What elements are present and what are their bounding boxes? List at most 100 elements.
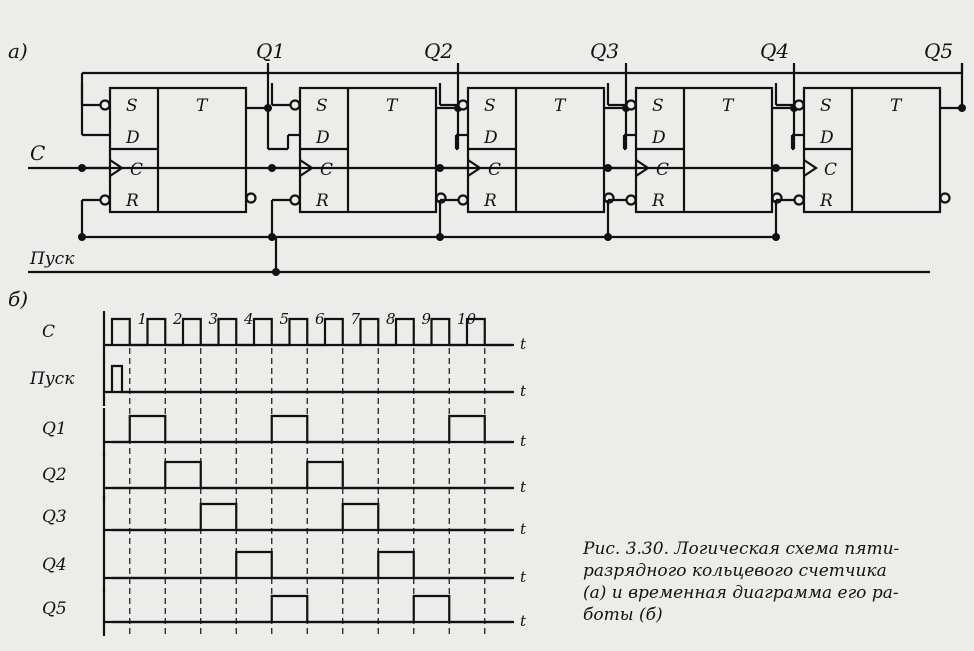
pin-t: T	[722, 96, 735, 116]
clock-input-label: C	[30, 141, 45, 165]
pulse-number-8: 8	[386, 310, 396, 328]
signal-label: C	[42, 322, 55, 342]
signal-5: Q3 t	[42, 496, 527, 544]
time-axis-label: t	[520, 382, 527, 400]
signal-2: Пуск t	[29, 358, 527, 406]
pin-s: S	[484, 96, 496, 116]
part-b-label: б)	[8, 287, 28, 311]
signal-waveform	[112, 550, 512, 580]
signal-waveform	[110, 364, 512, 394]
signal-4: Q2 t	[42, 454, 527, 502]
signal-waveform	[112, 460, 512, 490]
pin-d: D	[819, 128, 834, 148]
reset-inverter-bubble	[289, 194, 301, 206]
output-label-q4: Q4	[760, 39, 789, 63]
signal-6: Q4 t	[42, 544, 527, 592]
pin-c: C	[320, 160, 333, 180]
bus-lines	[28, 63, 964, 276]
reset-inverter-bubble	[625, 194, 637, 206]
pin-s: S	[316, 96, 328, 116]
pin-t: T	[196, 96, 209, 116]
pin-r: R	[483, 191, 497, 211]
signal-label: Пуск	[29, 369, 75, 389]
pin-t: T	[386, 96, 399, 116]
output-label-q2: Q2	[424, 39, 453, 63]
pin-c: C	[488, 160, 501, 180]
pulse-number-6: 6	[315, 310, 325, 328]
signal-waveform	[110, 317, 512, 347]
pulse-number-1: 1	[138, 310, 148, 328]
pin-c: C	[130, 160, 143, 180]
set-inverter-bubble	[99, 99, 111, 111]
inverted-output-bubble	[939, 192, 951, 204]
time-axis-label: t	[520, 478, 527, 496]
time-axis-label: t	[520, 568, 527, 586]
pin-s: S	[652, 96, 664, 116]
signal-label: Q3	[42, 507, 67, 527]
pin-r: R	[651, 191, 665, 211]
output-label-q3: Q3	[590, 39, 619, 63]
set-inverter-bubble	[289, 99, 301, 111]
pin-r: R	[819, 191, 833, 211]
signal-1: Ct	[42, 311, 527, 359]
signal-label: Q4	[42, 555, 67, 575]
reset-inverter-bubble	[793, 194, 805, 206]
output-label-q1: Q1	[256, 39, 285, 63]
signal-label: Q5	[42, 599, 67, 619]
signal-waveform	[112, 502, 512, 532]
output-label-q5: Q5	[924, 39, 953, 63]
caption-line-3: (а) и временная диаграмма его ра-	[583, 583, 899, 603]
pin-d: D	[651, 128, 666, 148]
pin-r: R	[315, 191, 329, 211]
pulse-number-3: 3	[209, 310, 219, 328]
pin-c: C	[656, 160, 669, 180]
figure-caption: Рис. 3.30. Логическая схема пяти- разряд…	[583, 538, 953, 626]
signal-3: Q1 t	[42, 408, 527, 456]
signal-waveform	[112, 414, 512, 444]
set-inverter-bubble	[793, 99, 805, 111]
time-axis-label: t	[520, 432, 527, 450]
set-inverter-bubble	[625, 99, 637, 111]
caption-line-1: Рис. 3.30. Логическая схема пяти-	[583, 539, 900, 559]
pin-s: S	[820, 96, 832, 116]
caption-line-4: боты (б)	[583, 605, 663, 625]
pulse-number-5: 5	[280, 310, 290, 328]
pin-c: C	[824, 160, 837, 180]
time-axis-label: t	[520, 335, 527, 353]
pulse-number-7: 7	[351, 310, 361, 328]
time-axis-label: t	[520, 520, 527, 538]
pin-r: R	[125, 191, 139, 211]
pin-t: T	[554, 96, 567, 116]
inverted-output-bubble	[245, 192, 257, 204]
part-a-label: а)	[8, 39, 28, 63]
start-junction	[272, 268, 280, 276]
pulse-number-2: 2	[172, 310, 183, 328]
signal-waveform	[112, 594, 512, 624]
time-axis-label: t	[520, 612, 527, 630]
start-input-label: Пуск	[29, 249, 75, 269]
signal-7: Q5 t	[42, 588, 527, 636]
pin-s: S	[126, 96, 138, 116]
signal-label: Q2	[42, 465, 67, 485]
caption-line-2: разрядного кольцевого счетчика	[583, 561, 887, 581]
signal-label: Q1	[42, 419, 67, 439]
pulse-number-4: 4	[243, 310, 254, 328]
reset-inverter-bubble	[99, 194, 111, 206]
pin-d: D	[315, 128, 330, 148]
pulse-number-9: 9	[422, 310, 432, 328]
pin-d: D	[125, 128, 140, 148]
reset-inverter-bubble	[457, 194, 469, 206]
clock-edge-symbol	[803, 159, 818, 177]
pin-d: D	[483, 128, 498, 148]
